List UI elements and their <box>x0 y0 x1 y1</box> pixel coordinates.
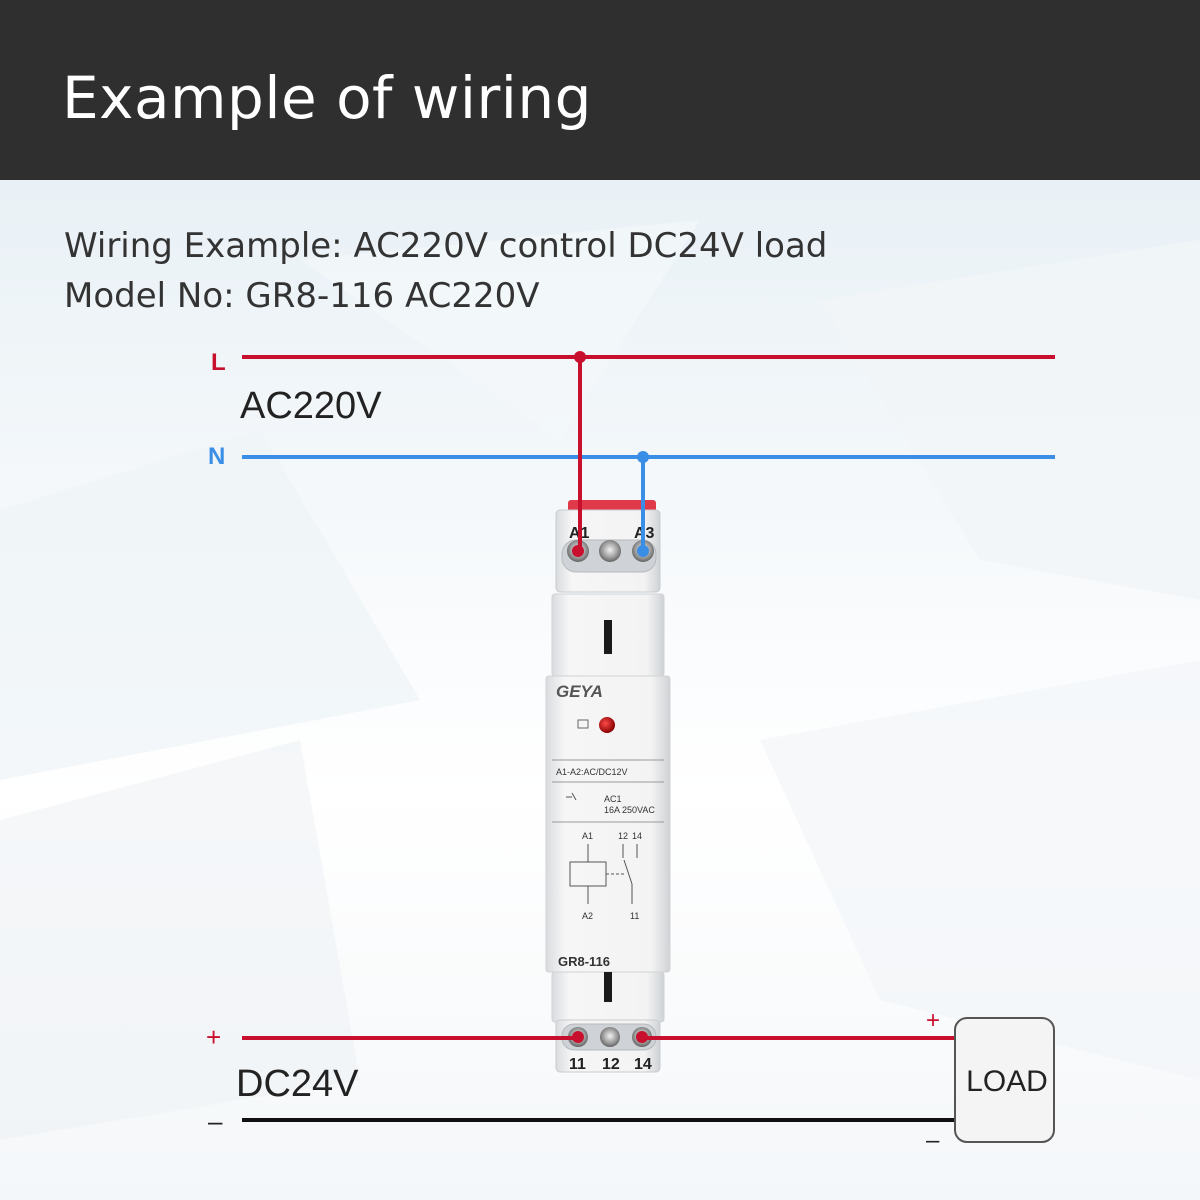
terminal-label-12: 12 <box>602 1056 620 1073</box>
dc-voltage-label: DC24V <box>236 1063 359 1105</box>
svg-text:11: 11 <box>630 911 639 921</box>
brand-logo: GEYA <box>556 682 603 701</box>
wiring-example-text: Wiring Example: AC220V control DC24V loa… <box>64 226 828 266</box>
terminal-label-11: 11 <box>569 1056 586 1073</box>
page-title: Example of wiring <box>62 64 592 132</box>
junction-L <box>574 351 586 363</box>
header-banner: Example of wiring <box>0 0 1200 180</box>
connection-14 <box>636 1031 648 1043</box>
contact-rating-text: 16A 250VAC <box>604 805 655 815</box>
model-number-text: Model No: GR8-116 AC220V <box>64 276 540 316</box>
svg-text:12: 12 <box>618 831 628 841</box>
status-led-icon <box>599 717 615 733</box>
dc-plus-label: + <box>206 1022 221 1052</box>
screw-A2 <box>599 540 621 562</box>
ac-voltage-label: AC220V <box>240 385 382 427</box>
dc-minus-label: – <box>208 1106 223 1136</box>
load-box <box>954 1017 1055 1143</box>
svg-text:A2: A2 <box>582 911 593 921</box>
line-label-L: L <box>211 349 226 376</box>
load-plus-label: + <box>926 1007 940 1034</box>
din-slot-top <box>604 620 612 654</box>
terminal-label-14: 14 <box>634 1056 652 1073</box>
junction-N <box>637 451 649 463</box>
connection-A1 <box>572 545 584 557</box>
coil-symbol-icon <box>577 719 589 729</box>
coil-rating-text: A1-A2:AC/DC12V <box>556 767 628 777</box>
connection-11 <box>572 1031 584 1043</box>
relay-schematic: A1 12 14 A2 11 <box>569 831 642 921</box>
screw-12 <box>600 1027 620 1047</box>
svg-text:A1: A1 <box>582 831 593 841</box>
contact-class-text: AC1 <box>604 794 622 804</box>
relay-model-label: GR8-116 <box>558 954 610 969</box>
contact-symbol-icon <box>566 792 577 801</box>
din-slot-bottom <box>604 972 612 1002</box>
load-label: LOAD <box>966 1065 1048 1098</box>
relay-module: A1 A3 GEYA A1-A2:AC/DC12V AC1 16A 250VAC… <box>545 500 671 1073</box>
svg-text:14: 14 <box>632 831 642 841</box>
connection-A3 <box>637 545 649 557</box>
load-minus-label: – <box>926 1127 940 1154</box>
neutral-label-N: N <box>208 443 225 470</box>
